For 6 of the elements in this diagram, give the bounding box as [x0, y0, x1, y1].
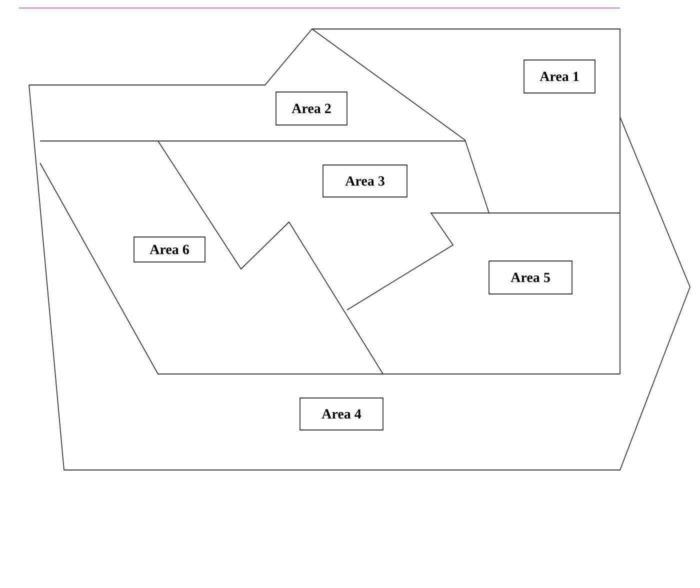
label-box: Area 4	[300, 398, 384, 430]
label-box: Area 2	[276, 92, 348, 126]
label-box: Area 1	[524, 60, 596, 94]
label-box: Area 3	[322, 164, 408, 198]
label-box: Area 5	[488, 260, 572, 294]
label-box: Area 6	[134, 236, 206, 262]
